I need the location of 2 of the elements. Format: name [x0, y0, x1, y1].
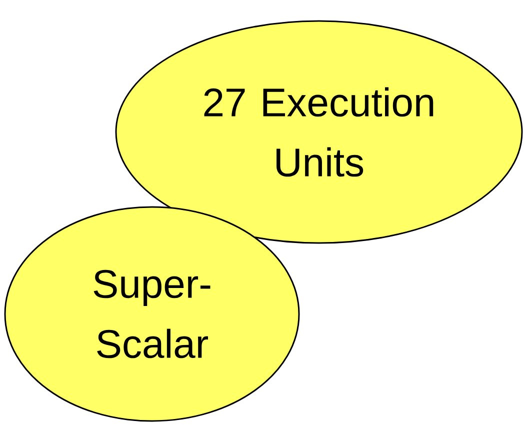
ellipse-node: 27 Execution Units [115, 20, 523, 244]
ellipse-node: Super- Scalar [4, 206, 300, 422]
